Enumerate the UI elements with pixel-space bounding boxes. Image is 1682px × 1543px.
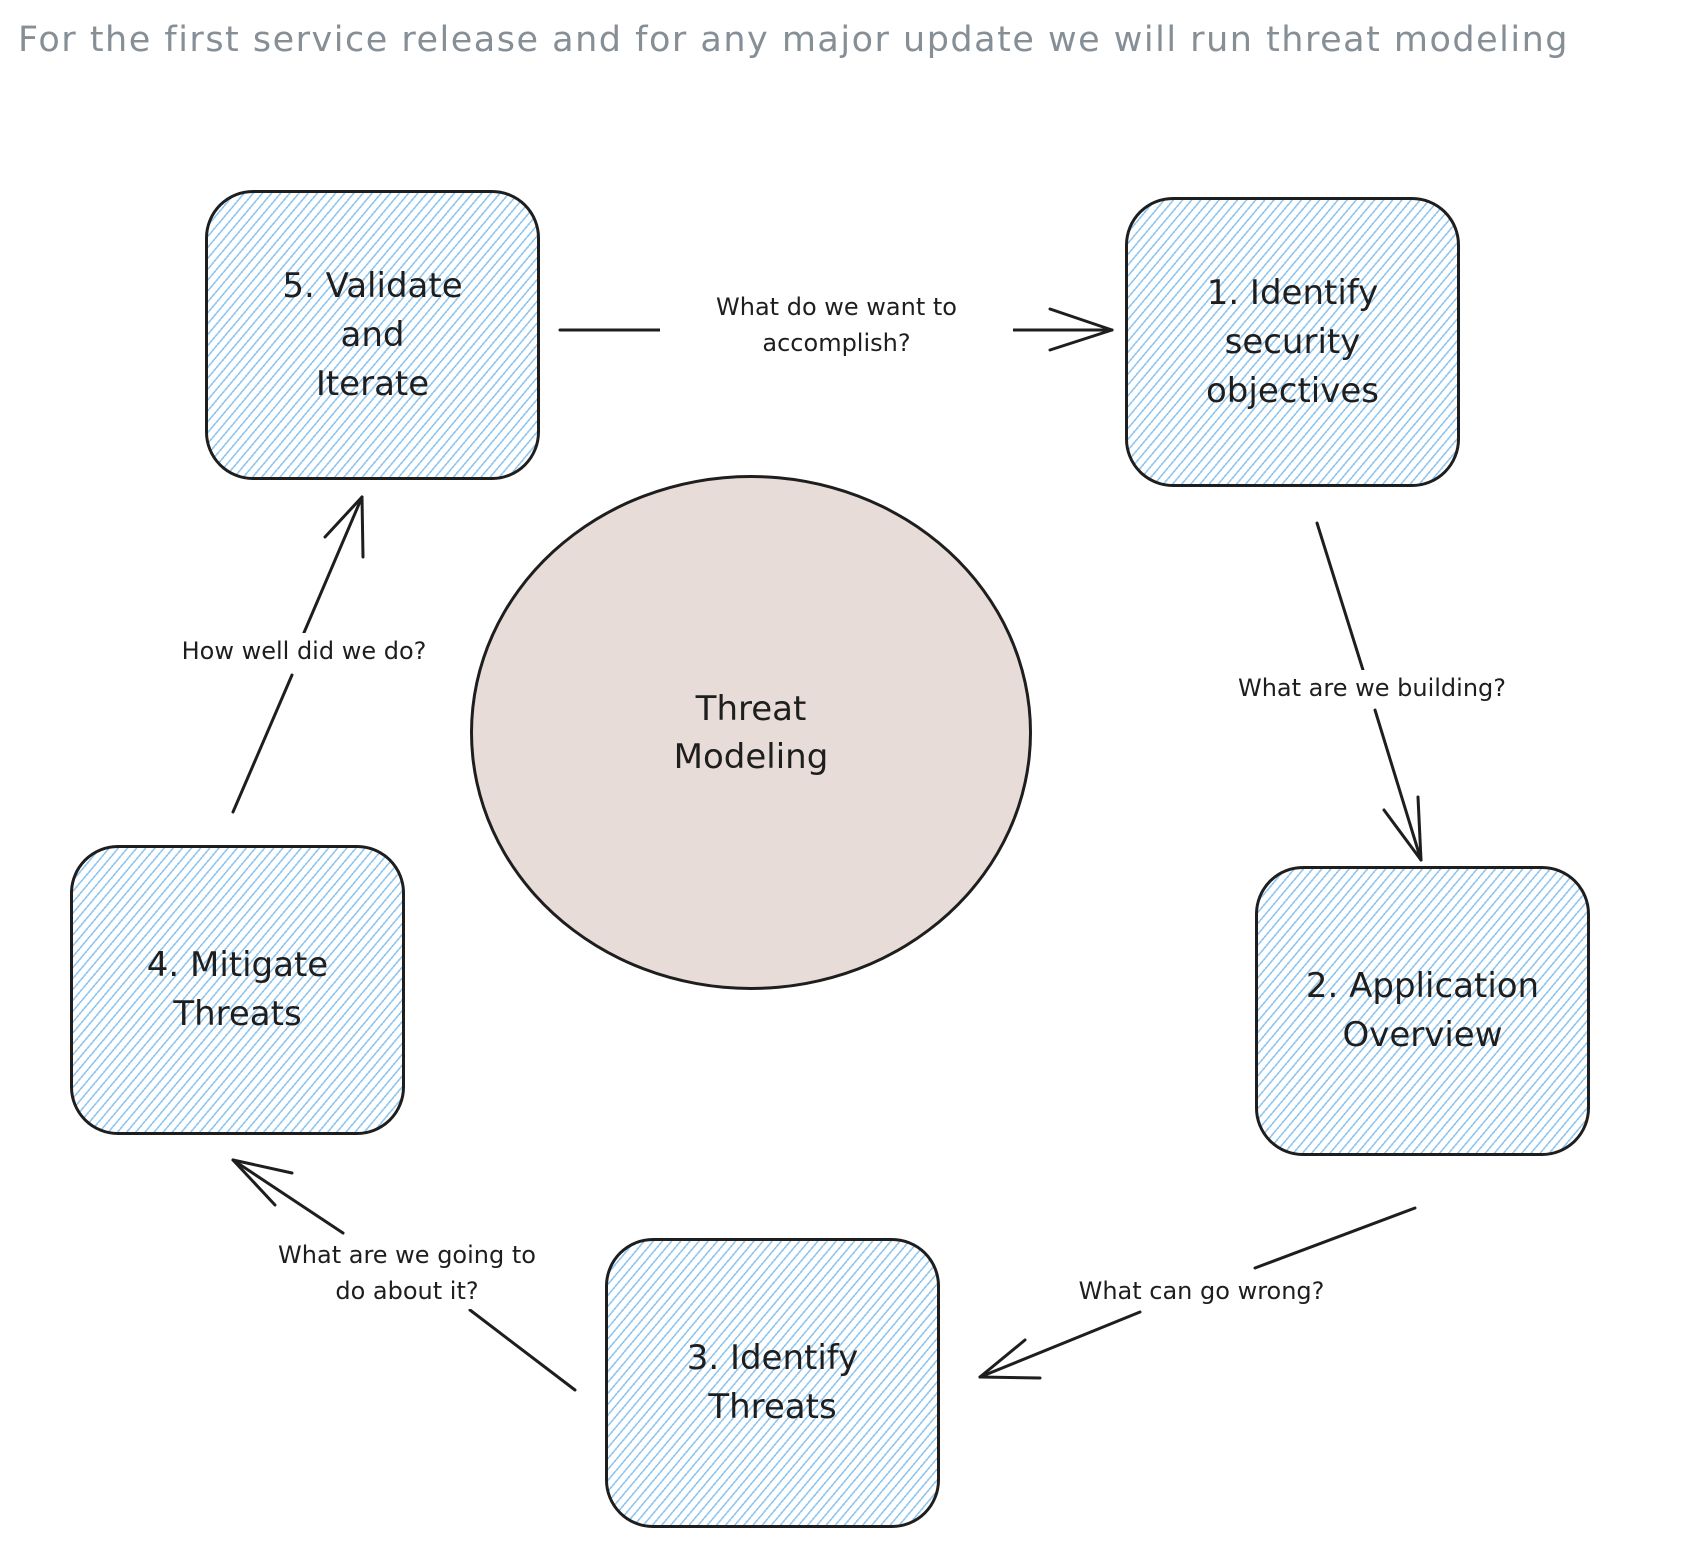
step-label: 1. Identify security objectives — [1206, 272, 1379, 411]
step-label: 5. Validate and Iterate — [282, 265, 463, 404]
diagram-title: For the first service release and for an… — [18, 20, 1570, 60]
threat-modeling-hub[interactable]: Threat Modeling — [470, 475, 1032, 990]
edge-label-how-well-did-we-do: How well did we do? — [140, 633, 468, 669]
arrow-application-overview-to-identify-threats — [978, 1206, 1417, 1380]
edge-label-what-to-accomplish: What do we want to accomplish? — [660, 289, 1013, 361]
arrow-objectives-to-application-overview — [1315, 521, 1423, 862]
step-label: 2. Application Overview — [1305, 966, 1540, 1055]
edge-label-what-can-go-wrong: What can go wrong? — [1035, 1273, 1368, 1309]
step-label: 4. Mitigate Threats — [146, 945, 329, 1034]
arrow-mitigate-threats-to-validate — [231, 495, 365, 814]
step-identify-threats[interactable]: 3. Identify Threats — [605, 1238, 940, 1528]
step-identify-security-objectives[interactable]: 1. Identify security objectives — [1125, 197, 1460, 487]
arrow-validate-to-identify-objectives — [558, 307, 1114, 352]
step-label: 3. Identify Threats — [686, 1338, 859, 1427]
step-application-overview[interactable]: 2. Application Overview — [1255, 866, 1590, 1156]
step-mitigate-threats[interactable]: 4. Mitigate Threats — [70, 845, 405, 1135]
step-validate-and-iterate[interactable]: 5. Validate and Iterate — [205, 190, 540, 480]
hub-label: Threat Modeling — [673, 688, 829, 777]
arrow-identify-threats-to-mitigate-threats — [231, 1158, 577, 1392]
edge-label-what-to-do-about-it: What are we going to do about it? — [228, 1237, 586, 1309]
edge-label-what-are-we-building: What are we building? — [1193, 670, 1551, 706]
